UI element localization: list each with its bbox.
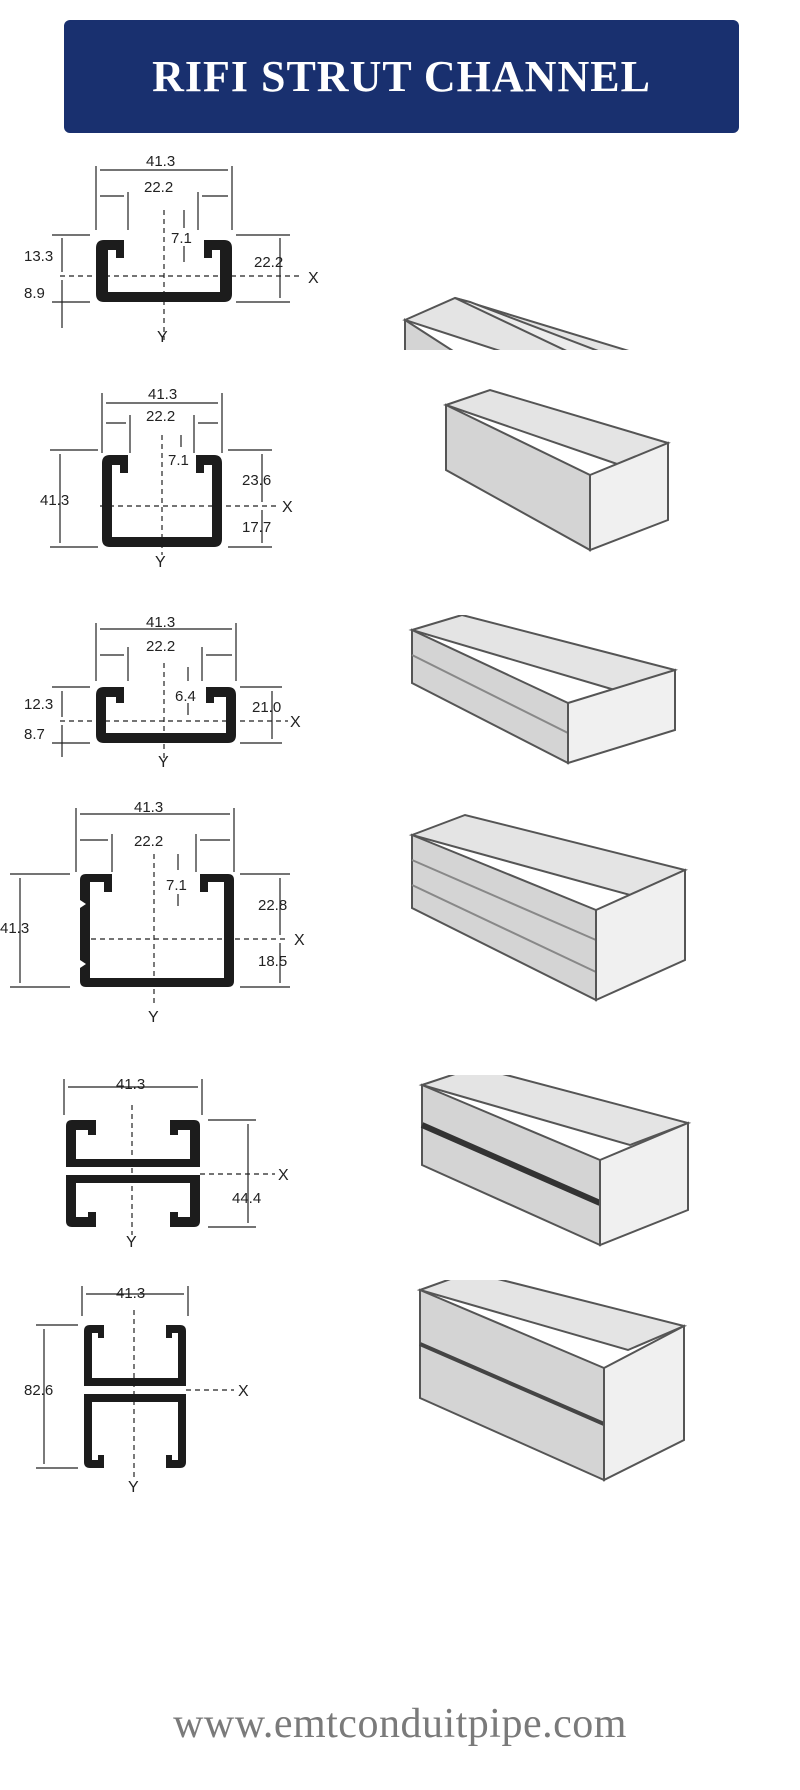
dim-slot: 22.2 bbox=[146, 408, 175, 425]
profile-row-6: 41.3 82.6 X Y bbox=[0, 1280, 800, 1500]
dim-right: 21.0 bbox=[252, 699, 281, 716]
profile-row-4: 41.3 22.2 7.1 41.3 22.8 18.5 X Y bbox=[0, 800, 800, 1030]
dim-height: 41.3 bbox=[40, 492, 69, 509]
channel-3d-1 bbox=[402, 296, 630, 350]
channel-3d-4 bbox=[408, 813, 689, 1002]
x-axis-label: X bbox=[278, 1167, 289, 1184]
website-url: www.emtconduitpipe.com bbox=[173, 1701, 627, 1747]
profile-row-1: 41.3 22.2 7.1 13.3 8.9 22.2 X Y bbox=[0, 150, 800, 350]
x-axis-label: X bbox=[282, 499, 293, 516]
y-axis-label: Y bbox=[158, 754, 169, 771]
profile-4-drawing: 41.3 22.2 7.1 41.3 22.8 18.5 X Y bbox=[0, 800, 689, 1026]
profile-row-3: 41.3 22.2 6.4 12.3 8.7 21.0 X Y bbox=[0, 615, 800, 775]
profile-3-drawing: 41.3 22.2 6.4 12.3 8.7 21.0 X Y bbox=[24, 615, 678, 771]
y-axis-label: Y bbox=[126, 1234, 137, 1251]
channel-3d-3 bbox=[408, 615, 678, 765]
profile-6-drawing: 41.3 82.6 X Y bbox=[24, 1280, 688, 1496]
profile-2-drawing: 41.3 22.2 7.1 41.3 23.6 17.7 X Y bbox=[40, 386, 671, 571]
dim-slot: 22.2 bbox=[146, 638, 175, 655]
dim-height: 82.6 bbox=[24, 1382, 53, 1399]
dim-width: 41.3 bbox=[146, 153, 175, 170]
dim-lip: 7.1 bbox=[171, 230, 192, 247]
channel-3d-5 bbox=[418, 1075, 692, 1247]
dim-lip: 7.1 bbox=[166, 877, 187, 894]
dim-width: 41.3 bbox=[146, 615, 175, 631]
dim-right: 22.2 bbox=[254, 254, 283, 271]
dim-lip: 6.4 bbox=[175, 688, 196, 705]
dim-height: 44.4 bbox=[232, 1190, 261, 1207]
dim-right-top: 23.6 bbox=[242, 472, 271, 489]
dim-right-bottom: 18.5 bbox=[258, 953, 287, 970]
dim-lip: 7.1 bbox=[168, 452, 189, 469]
x-axis-label: X bbox=[238, 1383, 249, 1400]
y-axis-label: Y bbox=[128, 1479, 139, 1496]
dim-left-bottom: 8.9 bbox=[24, 285, 45, 302]
dim-slot: 22.2 bbox=[134, 833, 163, 850]
y-axis-label: Y bbox=[157, 329, 168, 346]
profile-row-5: 41.3 44.4 X Y bbox=[0, 1075, 800, 1255]
x-axis-label: X bbox=[308, 270, 319, 287]
x-axis-label: X bbox=[290, 714, 301, 731]
channel-3d-6 bbox=[416, 1280, 688, 1482]
dim-left-top: 12.3 bbox=[24, 696, 53, 713]
y-axis-label: Y bbox=[148, 1009, 159, 1026]
channel-3d-2 bbox=[442, 388, 671, 552]
dim-width: 41.3 bbox=[116, 1076, 145, 1093]
dim-slot: 22.2 bbox=[144, 179, 173, 196]
dim-height: 41.3 bbox=[0, 920, 29, 937]
y-axis-label: Y bbox=[155, 554, 166, 571]
title-banner: RIFI STRUT CHANNEL bbox=[64, 20, 739, 133]
profile-row-2: 41.3 22.2 7.1 41.3 23.6 17.7 X Y bbox=[0, 385, 800, 575]
dim-left-top: 13.3 bbox=[24, 248, 53, 265]
dim-right-bottom: 17.7 bbox=[242, 519, 271, 536]
dim-right-top: 22.8 bbox=[258, 897, 287, 914]
dim-width: 41.3 bbox=[116, 1285, 145, 1302]
profile-1-drawing: 41.3 22.2 7.1 13.3 8.9 22.2 X Y bbox=[24, 153, 630, 350]
dim-width: 41.3 bbox=[134, 800, 163, 816]
page-title: RIFI STRUT CHANNEL bbox=[152, 52, 651, 101]
x-axis-label: X bbox=[294, 932, 305, 949]
dim-width: 41.3 bbox=[148, 386, 177, 403]
dim-left-bottom: 8.7 bbox=[24, 726, 45, 743]
profile-5-drawing: 41.3 44.4 X Y bbox=[63, 1075, 692, 1251]
